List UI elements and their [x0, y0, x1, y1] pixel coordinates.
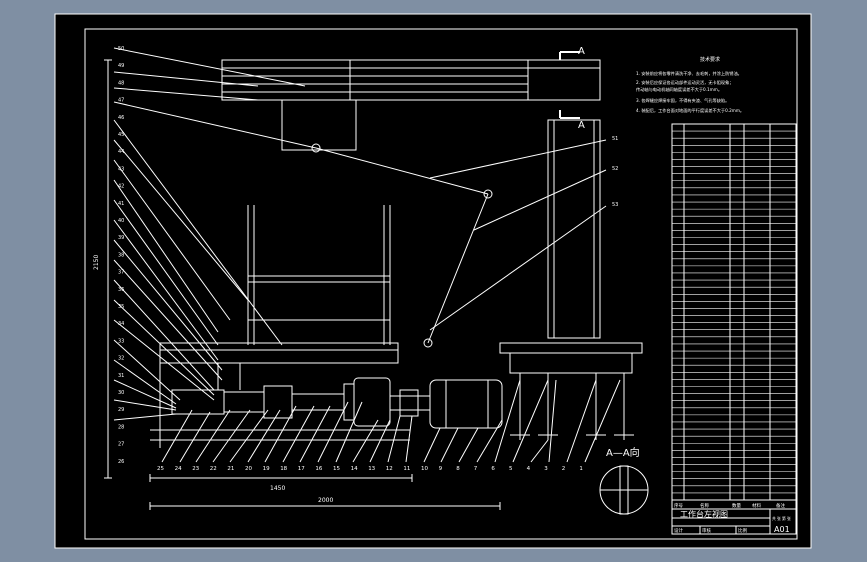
callout-number: 31 — [118, 373, 124, 379]
callout-number: 11 — [403, 466, 410, 472]
callout-number: 45 — [118, 132, 124, 138]
drawing-title: 工作台左视图 — [680, 509, 728, 519]
title-block-header-4: 材料 — [752, 502, 761, 509]
callout-number: 48 — [118, 80, 124, 86]
callout-number: 22 — [210, 466, 217, 472]
callout-number: 36 — [118, 287, 124, 293]
cylinder-mount — [281, 99, 357, 151]
notes-line-3: 传动轴与电动机轴同轴度误差不大于0.1mm。 — [636, 86, 722, 93]
callout-number: 24 — [175, 466, 182, 472]
callout-number: 44 — [118, 149, 124, 155]
title-block — [671, 499, 797, 535]
callout-number: 51 — [612, 136, 618, 142]
notes-line-2: 2. 安装后应保证各运动部件运动灵活，无卡阻现象； — [636, 79, 733, 86]
callout-number: 33 — [118, 338, 124, 344]
table-plate — [159, 342, 399, 364]
callout-number: 20 — [245, 466, 252, 472]
title-block-header-2: 名称 — [700, 502, 709, 509]
title-block-header-1: 序号 — [674, 502, 683, 509]
height-dimension-label: 2150 — [93, 255, 100, 270]
callout-number: 34 — [118, 321, 124, 327]
callout-number: 32 — [118, 356, 124, 362]
drawing-border — [84, 28, 798, 540]
callout-number: 26 — [118, 459, 124, 465]
callout-number: 13 — [368, 466, 375, 472]
title-block-header-5: 备注 — [776, 502, 785, 509]
callout-number: 47 — [118, 98, 124, 104]
callout-number: 42 — [118, 184, 124, 190]
title-block-design: 设计 — [674, 527, 683, 534]
motor — [429, 379, 503, 429]
callout-number: 35 — [118, 304, 124, 310]
callout-number: 17 — [298, 466, 305, 472]
callout-number: 1 — [579, 466, 583, 472]
drawing-code: A01 — [774, 525, 790, 534]
section-label-top: A — [578, 46, 585, 57]
callout-number: 4 — [527, 466, 531, 472]
callout-number: 23 — [192, 466, 199, 472]
callout-number: 38 — [118, 252, 124, 258]
drawing-sheet — [54, 13, 812, 549]
callout-number: 8 — [456, 466, 460, 472]
callout-number: 53 — [612, 202, 618, 208]
callout-number: 3 — [544, 466, 548, 472]
callouts-left: 50 49 48 47 46 45 44 43 42 41 40 39 38 37 36 35 34 33 32 31… — [118, 46, 124, 465]
callout-number: 49 — [118, 63, 124, 69]
view-label: A—A向 — [606, 446, 640, 459]
callout-number: 27 — [118, 442, 124, 448]
link-arm — [315, 147, 489, 195]
title-block-review: 审核 — [702, 527, 711, 534]
title-block-sheet: 共 张 第 张 — [772, 516, 791, 521]
callout-number: 28 — [118, 424, 124, 430]
inner-dimension-label: 1450 — [270, 485, 285, 492]
callout-number: 7 — [474, 466, 478, 472]
callout-number: 12 — [386, 466, 393, 472]
callouts-right: 51 52 53 — [612, 136, 618, 208]
parts-list-rows — [672, 130, 796, 494]
callout-number: 6 — [491, 466, 495, 472]
callout-number: 9 — [439, 466, 443, 472]
callout-number: 25 — [157, 466, 164, 472]
callout-number: 15 — [333, 466, 340, 472]
callout-number: 16 — [315, 466, 322, 472]
notes-title: 技术要求 — [700, 56, 720, 63]
callout-number: 50 — [118, 46, 124, 52]
notes-line-4: 3. 各焊缝应焊接牢固，不得有夹渣、气孔等缺陷。 — [636, 97, 729, 104]
callout-number: 19 — [263, 466, 270, 472]
title-block-header-3: 数量 — [732, 502, 741, 509]
section-label-mid: A — [578, 120, 585, 131]
callout-number: 14 — [351, 466, 358, 472]
right-column — [547, 119, 601, 339]
notes-line-1: 1. 安装前应将各零件清洗干净、去毛刺，并涂上防锈油。 — [636, 70, 742, 77]
callout-number: 29 — [118, 407, 124, 413]
notes-line-5: 4. 装配后，工作台面对地面的平行度误差不大于0.2mm。 — [636, 107, 744, 114]
callout-number: 39 — [118, 235, 124, 241]
callout-number: 2 — [562, 466, 566, 472]
callout-number: 18 — [280, 466, 287, 472]
callout-number: 52 — [612, 166, 618, 172]
callout-number: 37 — [118, 270, 124, 276]
top-cylinder — [221, 59, 601, 101]
callout-number: 10 — [421, 466, 428, 472]
total-dimension-label: 2000 — [318, 497, 333, 504]
callout-number: 41 — [118, 201, 124, 207]
callout-number: 40 — [118, 218, 124, 224]
callout-number: 30 — [118, 390, 124, 396]
title-block-scale: 比例 — [738, 527, 747, 534]
callout-number: 5 — [509, 466, 513, 472]
callout-number: 46 — [118, 115, 124, 121]
callout-number: 43 — [118, 166, 124, 172]
callout-number: 21 — [227, 466, 234, 472]
